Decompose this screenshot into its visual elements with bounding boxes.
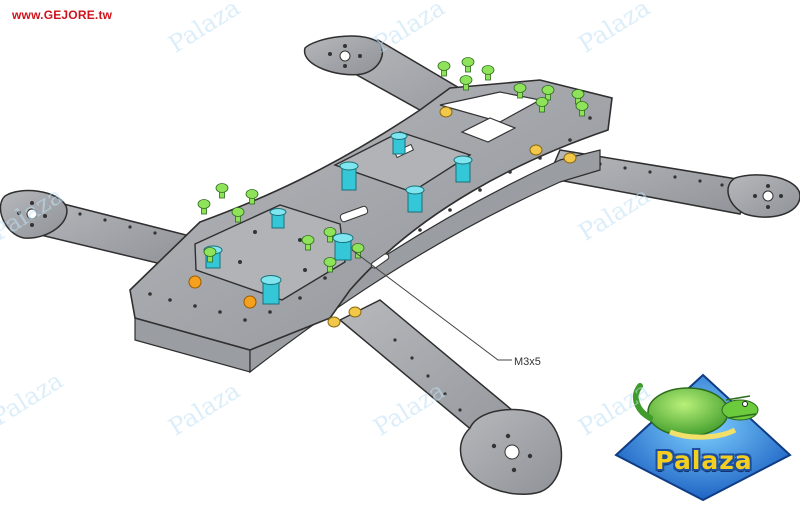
screw bbox=[513, 83, 527, 99]
screw bbox=[301, 235, 315, 251]
standoffs bbox=[203, 132, 473, 305]
screw bbox=[437, 61, 451, 77]
standoff bbox=[269, 208, 287, 229]
standoff bbox=[390, 132, 408, 155]
callout-leader bbox=[351, 249, 512, 361]
nut bbox=[188, 275, 202, 289]
site-url: www.GEJORE.tw bbox=[12, 8, 113, 22]
spacer bbox=[327, 316, 341, 328]
nut bbox=[243, 295, 257, 309]
screws bbox=[197, 57, 589, 273]
spacer bbox=[529, 144, 543, 156]
screw bbox=[535, 97, 549, 113]
screw bbox=[481, 65, 495, 81]
screw bbox=[459, 75, 473, 91]
screw bbox=[461, 57, 475, 73]
callout-label: M3x5 bbox=[514, 356, 541, 368]
palaza-logo bbox=[614, 373, 792, 502]
screw bbox=[571, 89, 585, 105]
fc-mount-plate bbox=[194, 204, 346, 301]
standoff bbox=[332, 233, 354, 261]
screw bbox=[575, 101, 589, 117]
screw bbox=[245, 189, 259, 205]
standoff bbox=[260, 275, 282, 305]
spacer bbox=[563, 152, 577, 164]
screw bbox=[323, 227, 337, 243]
spacers bbox=[327, 106, 577, 328]
screw bbox=[231, 207, 245, 223]
screw bbox=[215, 183, 229, 199]
screw bbox=[541, 85, 555, 101]
nuts bbox=[188, 275, 257, 309]
logo-wordmark: Palaza bbox=[655, 446, 753, 475]
standoff bbox=[405, 185, 425, 213]
screw bbox=[197, 199, 211, 215]
screw bbox=[203, 247, 217, 263]
spacer bbox=[439, 106, 453, 118]
standoff bbox=[453, 155, 473, 183]
arm-front bbox=[338, 299, 563, 495]
spacer bbox=[348, 306, 362, 318]
green-dragon-icon bbox=[632, 383, 759, 440]
screw bbox=[323, 257, 337, 273]
standoff bbox=[339, 161, 359, 191]
